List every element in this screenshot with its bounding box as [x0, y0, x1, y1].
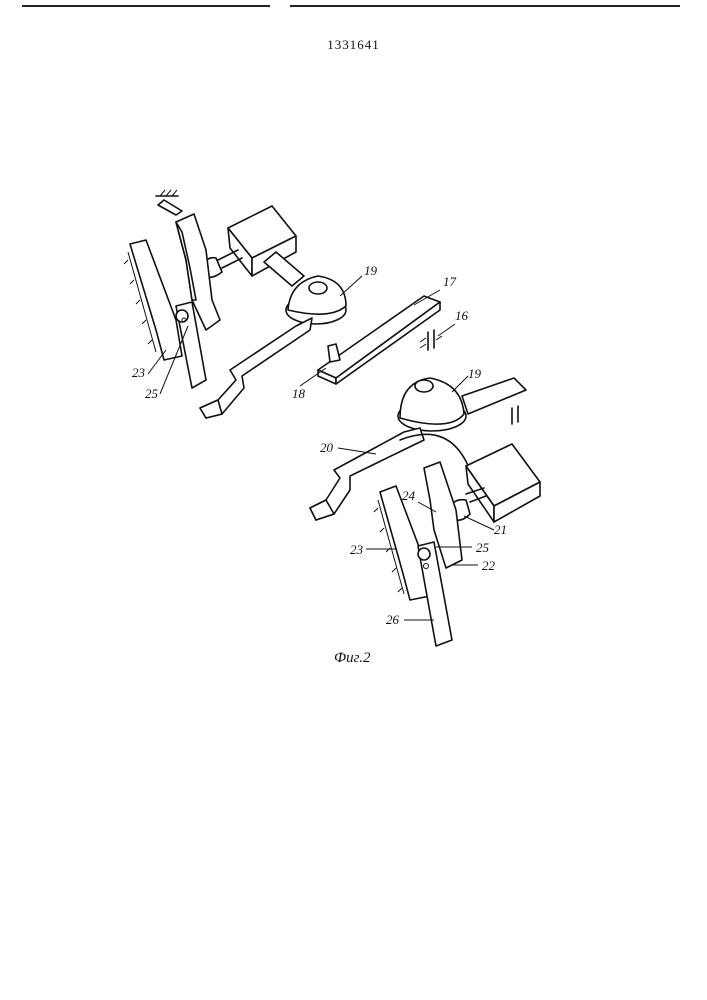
- upper-fixed-support: [156, 190, 182, 215]
- lower-rear-bar: [462, 378, 526, 424]
- label-16: 16: [455, 308, 469, 323]
- label-17: 17: [443, 274, 457, 289]
- label-19-upper: 19: [364, 263, 378, 278]
- upper-assembly: [124, 190, 442, 418]
- label-18: 18: [292, 386, 306, 401]
- label-23-lower: 23: [350, 542, 364, 557]
- label-23-upper: 23: [132, 365, 146, 380]
- label-24: 24: [402, 488, 416, 503]
- label-25-upper: 25: [145, 386, 159, 401]
- label-26: 26: [386, 612, 400, 627]
- lower-cam: [398, 378, 466, 431]
- lower-assembly: [310, 378, 540, 646]
- upper-pawl: [124, 214, 220, 360]
- label-21: 21: [494, 522, 507, 537]
- label-25-lower: 25: [476, 540, 490, 555]
- lower-pawl: [374, 462, 462, 600]
- upper-lever: [200, 318, 312, 418]
- label-20: 20: [320, 440, 334, 455]
- upper-spring: [420, 330, 442, 350]
- label-22: 22: [482, 558, 496, 573]
- figure-caption: Фиг.2: [334, 650, 371, 666]
- upper-motor-block: [228, 206, 304, 286]
- label-19-lower: 19: [468, 366, 482, 381]
